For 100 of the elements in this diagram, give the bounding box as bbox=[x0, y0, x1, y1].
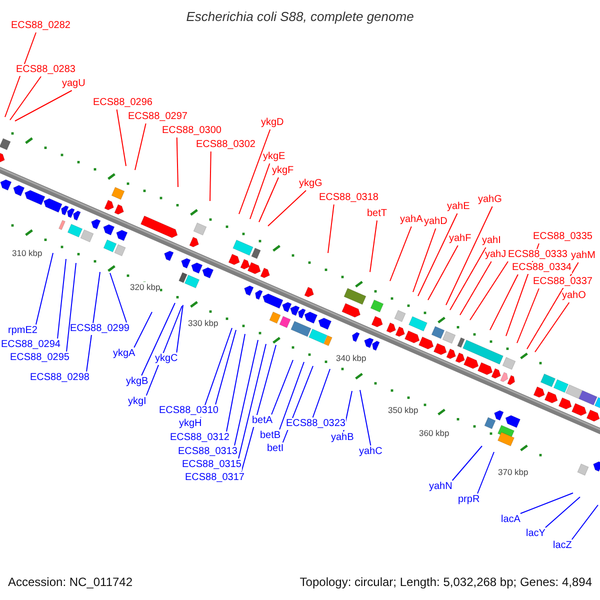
leader-line bbox=[544, 496, 580, 528]
leader-line bbox=[370, 220, 378, 272]
map-title: Escherichia coli S88, complete genome bbox=[185, 9, 415, 24]
leader-line bbox=[210, 151, 212, 202]
leader-line bbox=[141, 302, 176, 376]
leader-line bbox=[250, 163, 270, 220]
gene-label: ECS88_0283 bbox=[16, 64, 76, 76]
leader-line bbox=[516, 288, 540, 344]
leader-line bbox=[10, 76, 42, 120]
leader-line bbox=[526, 262, 579, 350]
gene-label: ykgG bbox=[299, 178, 322, 190]
gene-label: ECS88_0312 bbox=[170, 432, 230, 444]
position-tick-label: 340 kbp bbox=[336, 353, 366, 363]
leader-line bbox=[226, 334, 246, 432]
leader-line bbox=[460, 261, 492, 316]
gene-label: ECS88_0310 bbox=[159, 405, 218, 417]
gene-label: prpR bbox=[458, 494, 480, 506]
gene-label: ECS88_0313 bbox=[178, 446, 238, 458]
leader-line bbox=[215, 330, 236, 405]
gene-label: ykgH bbox=[179, 418, 202, 430]
gene-label: ECS88_0294 bbox=[1, 339, 60, 351]
leader-line bbox=[258, 177, 279, 222]
gene-label: ECS88_0295 bbox=[10, 352, 70, 364]
gene-label: yahO bbox=[562, 290, 586, 302]
gene-label: ECS88_0315 bbox=[182, 459, 242, 471]
leader-line bbox=[446, 206, 493, 306]
leader-line bbox=[14, 90, 72, 122]
gene-label: ECS88_0299 bbox=[70, 323, 130, 335]
leader-line bbox=[116, 109, 126, 166]
gene-label: yahE bbox=[447, 201, 470, 213]
leader-line bbox=[390, 226, 412, 282]
leader-line bbox=[238, 129, 271, 214]
leader-line bbox=[360, 390, 372, 446]
gene-label: ECS88_0318 bbox=[319, 192, 378, 204]
leader-line bbox=[328, 204, 334, 254]
leader-line bbox=[176, 137, 178, 188]
gene-label: betA bbox=[252, 415, 273, 427]
gene-label: ECS88_0296 bbox=[93, 97, 152, 109]
gene-label: yahM bbox=[571, 250, 596, 262]
gene-label: yahJ bbox=[485, 249, 506, 261]
leader-line bbox=[57, 258, 66, 339]
leader-line bbox=[271, 360, 294, 415]
leader-line bbox=[477, 452, 494, 494]
leader-line bbox=[176, 304, 184, 353]
leader-line bbox=[66, 262, 76, 352]
gene-label: yahG bbox=[478, 194, 502, 206]
leader-line bbox=[200, 328, 232, 418]
leader-line bbox=[35, 252, 54, 325]
leader-line bbox=[134, 312, 152, 348]
gene-label: ECS88_0282 bbox=[11, 20, 70, 32]
leader-line bbox=[134, 123, 146, 170]
leader-line bbox=[234, 340, 258, 446]
position-tick-label: 350 kbp bbox=[388, 405, 418, 415]
gene-label: ECS88_0333 bbox=[508, 249, 568, 261]
accession-number: Accession: NC_011742 bbox=[8, 575, 133, 589]
gene-label: ECS88_0297 bbox=[128, 111, 188, 123]
leader-line bbox=[470, 261, 508, 320]
position-tick-label: 370 kbp bbox=[498, 467, 528, 477]
gene-label: yahA bbox=[400, 214, 423, 226]
gene-label: ykgD bbox=[261, 117, 284, 129]
gene-label: ECS88_0317 bbox=[185, 472, 244, 484]
leader-line bbox=[571, 504, 598, 540]
gene-label: ECS88_0335 bbox=[533, 231, 592, 243]
gene-label: ykgI bbox=[128, 396, 146, 408]
genome-summary: Topology: circular; Length: 5,032,268 bp; Genes: 4,894 bbox=[300, 575, 592, 589]
leader-line bbox=[268, 190, 306, 226]
leader-line bbox=[241, 344, 276, 472]
gene-label: yagU bbox=[62, 78, 86, 90]
gene-label: ECS88_0298 bbox=[30, 372, 90, 384]
gene-label: ECS88_0302 bbox=[196, 139, 256, 151]
gene-label: ykgF bbox=[272, 165, 294, 177]
leader-line bbox=[412, 228, 436, 292]
leader-line bbox=[86, 272, 100, 372]
gene-label: yahN bbox=[429, 481, 452, 493]
gene-label: yahD bbox=[424, 216, 448, 228]
gene-label: ykgE bbox=[263, 151, 286, 163]
leader-line bbox=[110, 272, 128, 323]
leader-line bbox=[452, 446, 482, 481]
position-tick-label: 360 kbp bbox=[419, 428, 450, 438]
position-tick-label: 320 kbp bbox=[130, 282, 160, 292]
gene-label: yahC bbox=[359, 446, 382, 458]
gene-label: yahB bbox=[331, 432, 354, 444]
gene-label: yahI bbox=[482, 235, 501, 247]
leader-line bbox=[428, 245, 458, 300]
leader-line bbox=[279, 362, 304, 430]
leader-line bbox=[534, 302, 570, 352]
gene-label: ykgC bbox=[155, 353, 178, 365]
gene-label: ECS88_0323 bbox=[286, 418, 346, 430]
leader-line bbox=[520, 492, 574, 514]
leader-line bbox=[490, 274, 518, 330]
gene-label: ykgB bbox=[126, 376, 148, 388]
gene-label: yahF bbox=[449, 233, 472, 245]
leader-line bbox=[418, 213, 458, 296]
gene-label: rpmE2 bbox=[8, 325, 38, 337]
position-tick-label: 330 kbp bbox=[188, 318, 218, 328]
gene-label: ECS88_0337 bbox=[533, 276, 592, 288]
leader-line bbox=[238, 344, 266, 459]
position-tick-label: 310 kbp bbox=[12, 248, 42, 258]
gene-label: ECS88_0300 bbox=[162, 125, 222, 137]
leader-line bbox=[146, 306, 182, 396]
